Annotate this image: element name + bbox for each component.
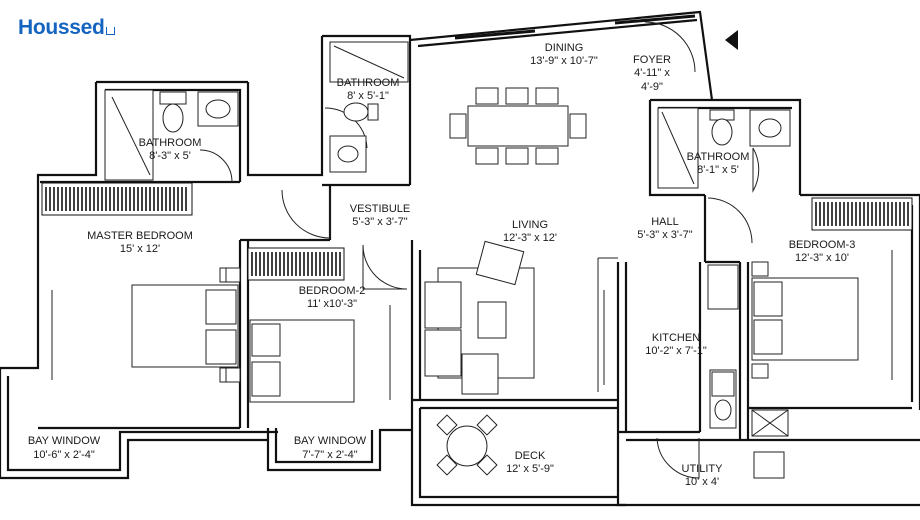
wardrobe-bedroom-3 [811,197,913,231]
room-size-utility: 10' x 4' [685,476,719,488]
room-name-master-bedroom: MASTER BEDROOM [87,230,193,242]
wardrobe-bedroom-2 [247,247,345,281]
room-name-dining: DINING [545,42,584,54]
entry-arrow-icon [725,30,738,50]
room-size-master-bedroom: 15' x 12' [120,243,160,255]
room-name-bathroom-3: BATHROOM [687,151,750,163]
room-size-dining: 13'-9" x 10'-7" [530,55,598,67]
room-name-kitchen: KITCHEN [652,332,700,344]
room-size-bathroom-3: 8'-1" x 5' [697,164,739,176]
room-size-vestibule: 5'-3" x 3'-7" [352,216,408,228]
room-size-bathroom-1: 8' x 5'-1" [347,90,389,102]
room-size-foyer-line1: 4'-11" x [634,67,670,79]
wardrobe-master [41,182,193,216]
dining-table [449,87,587,165]
room-name-foyer: FOYER [633,54,671,66]
brand-name: Houssed [18,16,105,39]
room-size-deck: 12' x 5'-9" [506,463,554,475]
room-size-hall: 5'-3" x 3'-7" [637,229,693,241]
bathroom-fixtures [104,41,791,189]
room-name-utility: UTILITY [682,463,724,475]
room-size-bathroom-2: 8'-3" x 5' [149,150,191,162]
room-labels: DINING 13'-9" x 10'-7" FOYER 4'-11" x 4'… [28,42,855,488]
deck-table [436,414,498,476]
room-size-kitchen: 10'-2" x 7'-1" [645,345,707,357]
room-name-bay-window-1: BAY WINDOW [28,435,101,447]
kitchen-fixtures [51,250,893,479]
room-name-bedroom-2: BEDROOM-2 [299,285,366,297]
room-name-hall: HALL [651,216,679,228]
room-name-bathroom-1: BATHROOM [337,77,400,89]
bed-bedroom-3 [751,261,859,379]
house-icon [105,27,115,35]
walls [0,10,920,507]
room-size-bedroom-3: 12'-3" x 10' [795,252,849,264]
room-name-bay-window-2: BAY WINDOW [294,435,367,447]
room-size-bedroom-2: 11' x10'-3" [307,298,357,310]
room-name-living: LIVING [512,219,548,231]
room-size-bay-window-1: 10'-6" x 2'-4" [33,449,95,461]
room-name-vestibule: VESTIBULE [350,203,411,215]
brand-logo: Houssed [18,16,115,40]
living-furniture [389,240,618,400]
room-size-bay-window-2: 7'-7" x 2'-4" [302,449,358,461]
doors [199,21,760,479]
room-name-bathroom-2: BATHROOM [139,137,202,149]
room-name-deck: DECK [515,450,546,462]
master-bed [131,267,239,383]
bed-bedroom-2 [225,267,355,403]
room-name-bedroom-3: BEDROOM-3 [789,239,856,251]
room-size-foyer-line2: 4'-9" [641,81,663,93]
room-size-living: 12'-3" x 12' [503,232,557,244]
